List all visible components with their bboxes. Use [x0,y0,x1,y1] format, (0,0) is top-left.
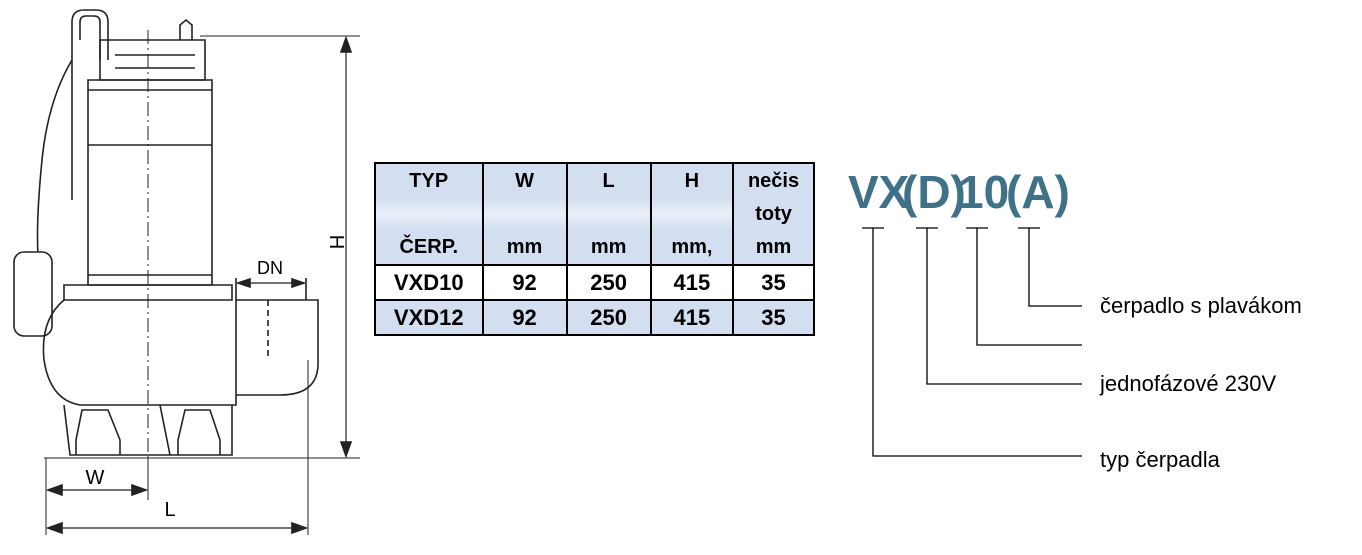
cell-l: 250 [565,264,652,301]
h-dimension-label: H [325,235,347,249]
table-row: VXD12 92 250 415 35 [374,299,815,336]
leader-phase [926,228,1082,385]
label-pump-type: typ čerpadla [1100,447,1221,472]
pump-feet [63,404,233,456]
cell-solids: 35 [732,299,815,336]
pump-drawing: H DN W L [13,9,360,535]
label-single-phase: jednofázové 230V [1099,371,1276,396]
w-dimension-label: W [86,467,105,489]
cell-l: 250 [565,299,652,336]
cell-type: VXD10 [374,264,484,301]
leader-size [976,228,1082,346]
code-part-vx: VX [848,166,910,218]
cell-type: VXD12 [374,299,484,336]
code-part-10: 10 [958,166,1009,218]
code-part-a: (A) [1006,166,1070,218]
pump-flange [63,284,233,301]
leader-float [1028,228,1082,307]
table-row: VXD10 92 250 415 35 [374,264,815,301]
cell-w: 92 [481,264,568,301]
cell-solids: 35 [732,264,815,301]
label-float-pump: čerpadlo s plavákom [1100,293,1302,318]
float-switch [13,251,53,337]
cell-h: 415 [649,299,735,336]
cell-w: 92 [481,299,568,336]
pump-volute [42,299,319,406]
leader-type [872,228,1082,457]
cell-h: 415 [649,264,735,301]
l-dimension-label: L [164,499,175,521]
code-part-d: (D) [902,166,966,218]
dn-dimension-label: DN [257,258,283,278]
float-cable [36,59,73,256]
pump-handle [71,9,109,200]
